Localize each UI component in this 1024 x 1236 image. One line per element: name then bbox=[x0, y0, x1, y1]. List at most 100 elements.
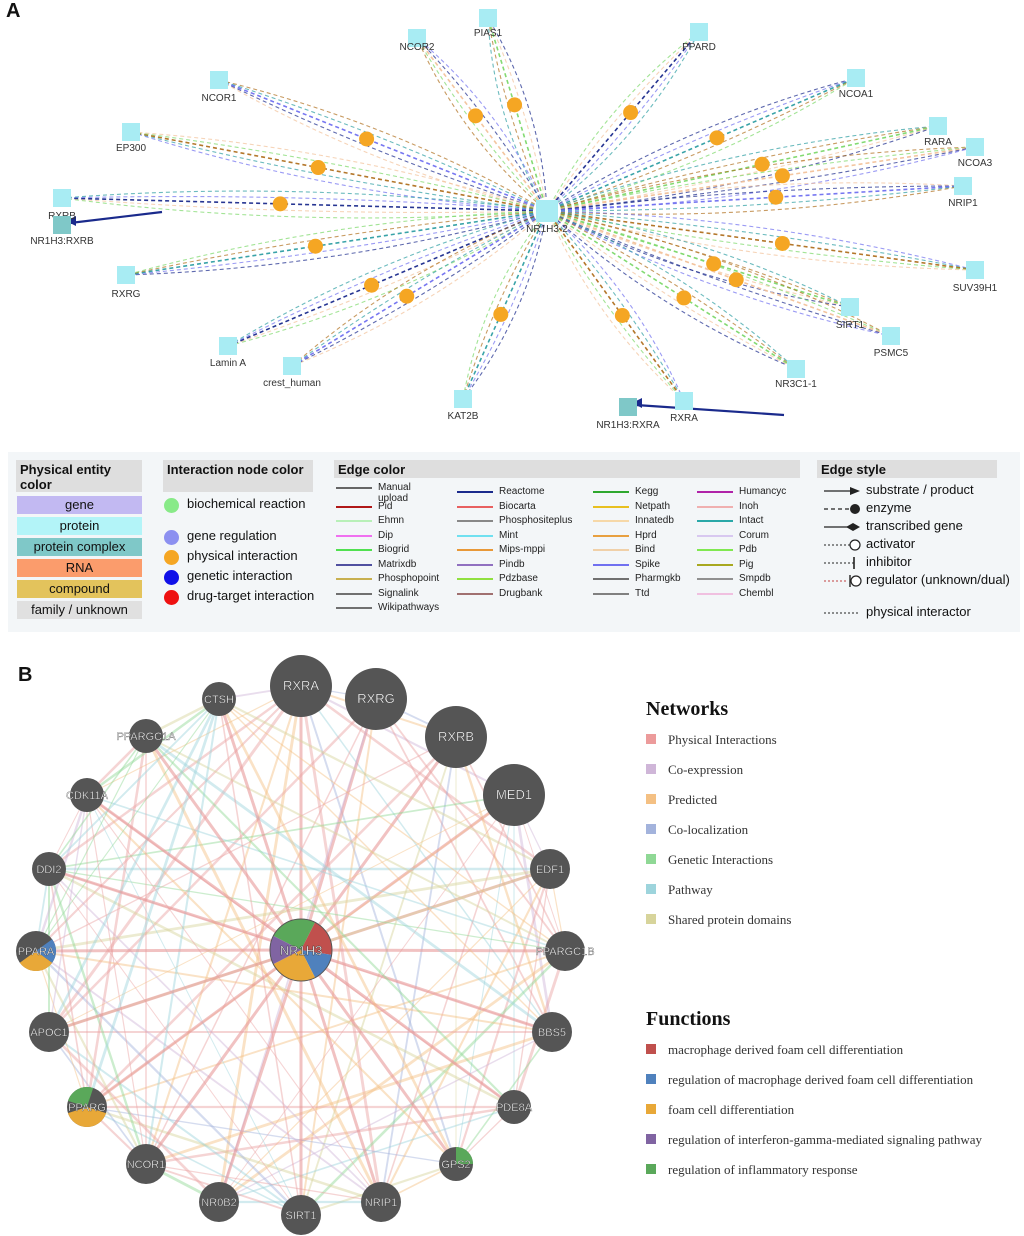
entity-node-pias1[interactable] bbox=[479, 9, 497, 27]
interaction-node-rxrg[interactable] bbox=[307, 238, 323, 254]
interaction-node-nrip1[interactable] bbox=[768, 189, 784, 205]
edge-style-label: enzyme bbox=[866, 500, 912, 515]
entity-label-nrip1: NRIP1 bbox=[948, 198, 978, 209]
edge-14-19 bbox=[47, 698, 221, 1033]
edge-color-label: Biocarta bbox=[499, 500, 536, 512]
entity-node-sirt1[interactable] bbox=[841, 298, 859, 316]
interaction-node-sirt1[interactable] bbox=[706, 256, 722, 272]
interaction-node-kat2b[interactable] bbox=[493, 306, 509, 322]
interaction-node-ncoa3[interactable] bbox=[774, 168, 790, 184]
panel-b-letter: B bbox=[18, 664, 33, 686]
edge-5-10 bbox=[300, 950, 566, 1216]
gene-node-edf1[interactable] bbox=[530, 849, 570, 889]
gene-node-rxrb[interactable] bbox=[425, 706, 487, 768]
panel-a-edges bbox=[61, 17, 976, 417]
entity-node-ncor2[interactable] bbox=[408, 29, 426, 47]
edge-nr1h3-nr3c1-1-0 bbox=[546, 210, 797, 370]
gene-node-apoc1[interactable] bbox=[29, 1012, 69, 1052]
edge-12-17 bbox=[86, 794, 147, 1165]
entity-node-nr1h3-rxrb[interactable] bbox=[53, 216, 71, 234]
gene-label-med1: MED1 bbox=[496, 787, 532, 802]
center-node-group[interactable]: NR1H3 bbox=[269, 918, 333, 982]
interaction-node-crest-human[interactable] bbox=[399, 288, 415, 304]
center-node[interactable] bbox=[269, 918, 333, 982]
edge-nr1h3-kat2b-4 bbox=[462, 210, 548, 400]
gene-node-med1[interactable] bbox=[483, 764, 545, 826]
entity-node-ppard[interactable] bbox=[690, 23, 708, 41]
edge-16-19 bbox=[48, 698, 220, 870]
edge-nr1h3-ep300-1 bbox=[130, 131, 548, 212]
interaction-node-rara[interactable] bbox=[754, 156, 770, 172]
panel-a-letter: A bbox=[6, 0, 21, 22]
edge-nr1h3-crest-human-0 bbox=[291, 210, 548, 367]
edge-color-label: Kegg bbox=[635, 486, 659, 497]
gps2-function-wedge bbox=[456, 1147, 473, 1164]
entity-node-crest-human[interactable] bbox=[283, 357, 301, 375]
edge-nr1h3-nr3c1-1-3 bbox=[546, 210, 797, 370]
interaction-node-ep300[interactable] bbox=[310, 160, 326, 176]
entity-node-ep300[interactable] bbox=[122, 123, 140, 141]
edge-center-9 bbox=[299, 949, 383, 1203]
entity-label-sirt1: SIRT1 bbox=[836, 320, 865, 331]
gene-node-bbs5[interactable] bbox=[532, 1012, 572, 1052]
edge-color-line-icon bbox=[697, 563, 733, 566]
edge-nr1h3-ncor2-2 bbox=[416, 37, 548, 212]
legend-item-label: macrophage derived foam cell differentia… bbox=[668, 1042, 904, 1057]
entity-node-ncoa3[interactable] bbox=[966, 138, 984, 156]
gene-node-nrip1[interactable] bbox=[361, 1182, 401, 1222]
panel-b-nodes: RXRARXRGRXRBMED1EDF1PPARGC1BBBS5PDE8AGPS… bbox=[16, 655, 595, 1235]
entity-node-rxrg[interactable] bbox=[117, 266, 135, 284]
interaction-node-lamin-a[interactable] bbox=[364, 277, 380, 293]
gene-node-ddi2[interactable] bbox=[32, 852, 66, 886]
complex-edge-nr1h3-rxrb bbox=[69, 210, 163, 225]
entity-node-kat2b[interactable] bbox=[454, 390, 472, 408]
gene-node-nr0b2[interactable] bbox=[199, 1182, 239, 1222]
interaction-node-psmc5[interactable] bbox=[728, 272, 744, 288]
gene-node-ncor1[interactable] bbox=[126, 1144, 166, 1184]
entity-label-nr1h3-rxrb: NR1H3:RXRB bbox=[30, 236, 94, 247]
interaction-node-rxra[interactable] bbox=[614, 308, 630, 323]
entity-node-rxra[interactable] bbox=[675, 392, 693, 410]
gene-node-pde8a[interactable] bbox=[497, 1090, 531, 1124]
interaction-label: gene regulation bbox=[187, 528, 277, 543]
edge-8-13 bbox=[86, 1106, 457, 1165]
interaction-label: biochemical reaction bbox=[187, 496, 306, 511]
edge-0-9 bbox=[299, 685, 383, 1203]
edge-nr1h3-ncor2-4 bbox=[416, 37, 548, 212]
entity-swatch-compound: compound bbox=[17, 580, 142, 598]
gene-node-ppargc1b[interactable] bbox=[545, 931, 585, 971]
edge-12-15 bbox=[35, 950, 147, 1165]
entity-node-ncor1[interactable] bbox=[210, 71, 228, 89]
entity-node-lamin-a[interactable] bbox=[219, 337, 237, 355]
interaction-node-nr3c1-1[interactable] bbox=[676, 290, 692, 306]
gene-node-cdk11a[interactable] bbox=[70, 778, 104, 812]
entity-node-rxrb[interactable] bbox=[53, 189, 71, 207]
entity-node-ncoa1[interactable] bbox=[847, 69, 865, 87]
gene-node-ppargc1a[interactable] bbox=[129, 719, 163, 753]
entity-node-suv39h1[interactable] bbox=[966, 261, 984, 279]
gene-node-rxra[interactable] bbox=[270, 655, 332, 717]
interaction-node-rxrb[interactable] bbox=[272, 196, 288, 212]
interaction-node-ncor2[interactable] bbox=[468, 108, 483, 124]
entity-node-nrip1[interactable] bbox=[954, 177, 972, 195]
entity-node-nr1h3-2[interactable] bbox=[536, 200, 558, 222]
interaction-node-ncoa1[interactable] bbox=[709, 130, 725, 146]
interaction-node-suv39h1[interactable] bbox=[774, 235, 790, 251]
gene-node-ctsh[interactable] bbox=[202, 682, 236, 716]
entity-node-psmc5[interactable] bbox=[882, 327, 900, 345]
entity-node-nr1h3-rxra[interactable] bbox=[619, 398, 637, 416]
edge-color-label: Intact bbox=[739, 515, 764, 526]
edge-nr1h3-pias1-1 bbox=[487, 17, 548, 212]
gene-node-sirt1[interactable] bbox=[281, 1195, 321, 1235]
interaction-node-ncor1[interactable] bbox=[359, 131, 375, 147]
gene-label-ppargc1a: PPARGC1A bbox=[116, 731, 176, 743]
interaction-node-ppard[interactable] bbox=[623, 105, 639, 121]
entity-node-rara[interactable] bbox=[929, 117, 947, 135]
entity-label-ncor2: NCOR2 bbox=[399, 42, 434, 53]
legend-item-label: Co-expression bbox=[668, 762, 744, 777]
edge-center-6 bbox=[300, 948, 553, 1034]
gene-node-rxrg[interactable] bbox=[345, 668, 407, 730]
legend-item-label: regulation of macrophage derived foam ce… bbox=[668, 1072, 974, 1087]
interaction-node-pias1[interactable] bbox=[507, 97, 523, 113]
entity-node-nr3c1-1[interactable] bbox=[787, 360, 805, 378]
